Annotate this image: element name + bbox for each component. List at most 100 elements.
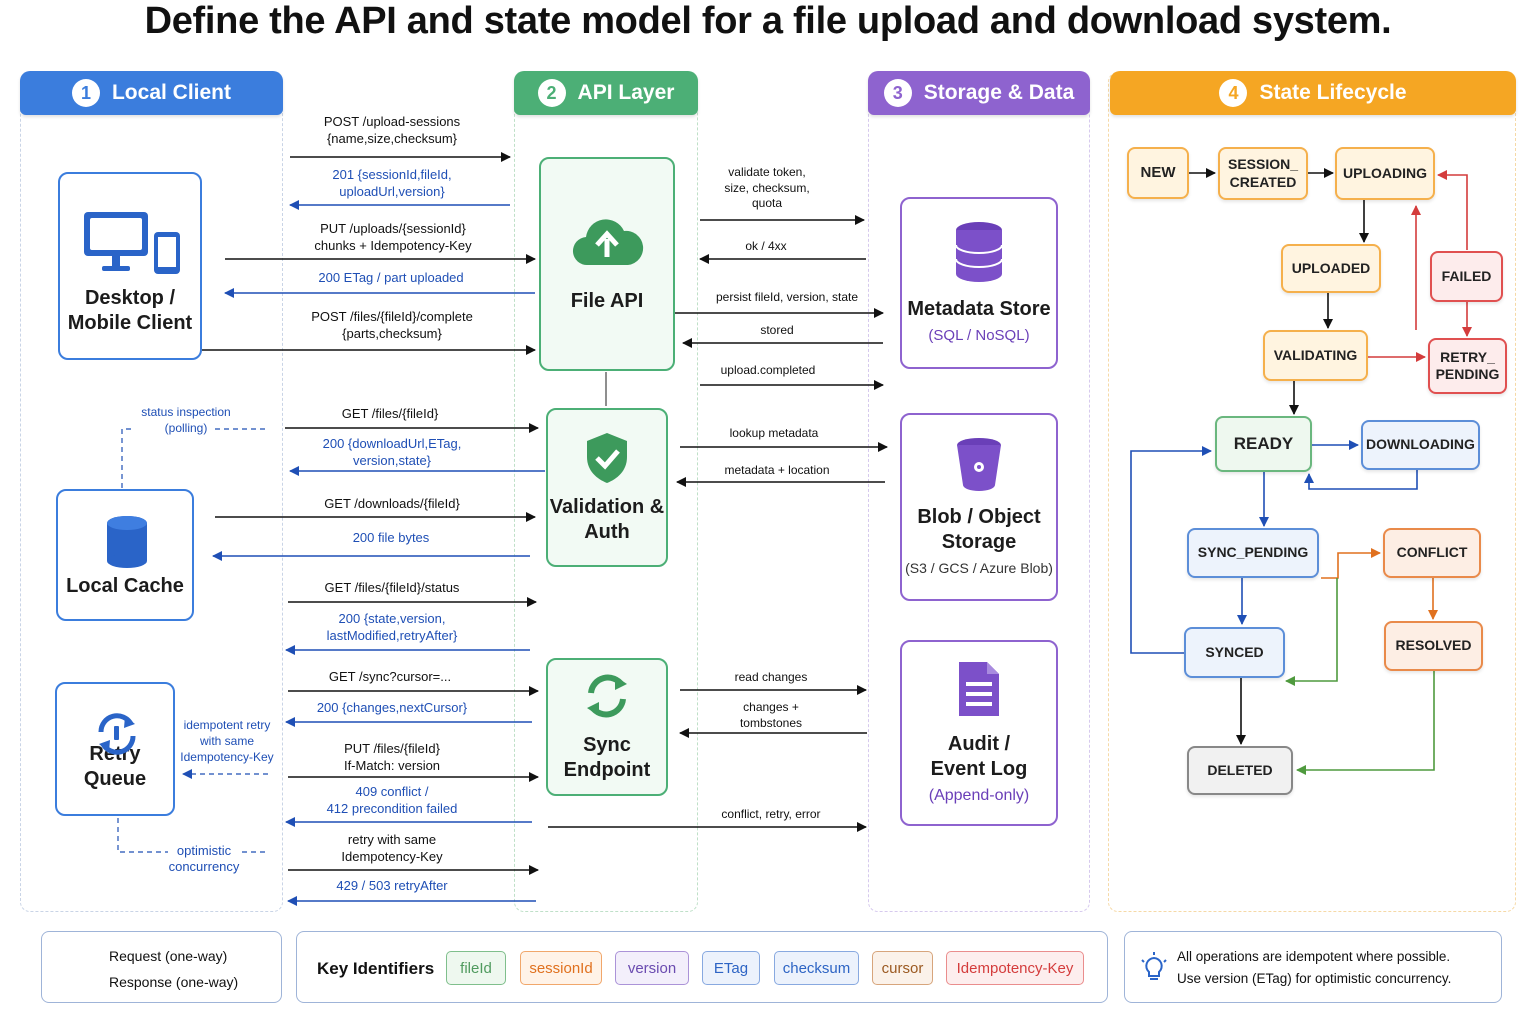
msg-line: lookup metadata xyxy=(729,426,819,440)
document-icon xyxy=(959,661,999,716)
msg-lookup-metadata: lookup metadata xyxy=(714,426,834,442)
note-idempotency-key: Idempotency-Key xyxy=(180,750,274,764)
msg-line: tombstones xyxy=(739,715,803,730)
msg-line: changes + xyxy=(743,700,799,714)
lane-label: API Layer xyxy=(577,81,675,104)
msg-put-file: PUT /files/{fileId} If-Match: version xyxy=(300,741,484,775)
msg-line: upload.completed xyxy=(720,363,816,377)
msg-line: PUT /files/{fileId} xyxy=(344,741,440,756)
blob-storage-sub: (S3 / GCS / Azure Blob) xyxy=(905,559,1053,576)
bucket-icon xyxy=(957,437,1001,491)
legend-arrows: Request (one-way) Response (one-way) xyxy=(41,931,282,1003)
state-label: SYNC_PENDING xyxy=(1197,544,1309,561)
lane-header-storage: 3 Storage & Data xyxy=(868,71,1090,115)
msg-read-changes: read changes xyxy=(718,670,824,686)
state-arrow xyxy=(1130,446,1212,654)
msg-line: ok / 4xx xyxy=(745,239,787,253)
msg-line: GET /files/{fileId}/status xyxy=(324,580,460,595)
validation-auth: Validation & Auth xyxy=(546,408,668,567)
msg-put-chunks: PUT /uploads/{sessionId} chunks + Idempo… xyxy=(286,221,500,255)
msg-line: version,state} xyxy=(352,452,432,468)
state-conflict: CONFLICT xyxy=(1383,528,1481,578)
msg-line: conflict, retry, error xyxy=(721,807,821,821)
msg-upload-completed: upload.completed xyxy=(708,363,828,379)
msg-file-info: 200 {downloadUrl,ETag, version,state} xyxy=(300,436,484,470)
state-label: DELETED xyxy=(1207,761,1273,778)
state-label: RESOLVED xyxy=(1395,637,1472,654)
msg-line: If-Match: version xyxy=(343,757,441,773)
audit-log-label-2: Event Log xyxy=(930,757,1028,780)
lane-number: 2 xyxy=(537,79,566,107)
msg-line: stored xyxy=(760,323,794,337)
msg-metadata-location: metadata + location xyxy=(704,463,850,479)
note-optimistic: optimistic xyxy=(176,843,232,858)
lane-number: 3 xyxy=(883,79,912,107)
polling-link xyxy=(121,428,132,488)
msg-file-bytes: 200 file bytes xyxy=(300,530,482,547)
msg-conflict-retry-error: conflict, retry, error xyxy=(706,807,836,823)
file-api-label: File API xyxy=(570,289,644,312)
note-idempotent-retry: idempotent retry xyxy=(183,718,271,732)
metadata-store-label: Metadata Store xyxy=(907,297,1051,320)
msg-line: PUT /uploads/{sessionId} xyxy=(320,221,466,236)
legend-request-label: Request (one-way) xyxy=(109,948,228,964)
lane-header-api-layer: 2 API Layer xyxy=(514,71,698,115)
database-icon xyxy=(107,516,147,568)
msg-get-file: GET /files/{fileId} xyxy=(300,406,480,423)
lane-header-local-client: 1 Local Client xyxy=(20,71,283,115)
msg-line: POST /files/{fileId}/complete xyxy=(311,309,473,324)
sync-icon xyxy=(587,674,627,718)
chip-etag: ETag xyxy=(702,951,760,985)
msg-line: metadata + location xyxy=(724,463,830,477)
msg-get-status: GET /files/{fileId}/status xyxy=(300,580,484,597)
msg-line: chunks + Idempotency-Key xyxy=(314,237,472,253)
state-arrow xyxy=(1285,578,1338,686)
msg-line: 200 {changes,nextCursor} xyxy=(316,700,468,715)
msg-line: GET /downloads/{fileId} xyxy=(324,496,460,511)
state-label: FAILED xyxy=(1441,267,1492,284)
msg-line: 200 {state,version, xyxy=(338,611,446,626)
blob-object-storage: Blob / Object Storage (S3 / GCS / Azure … xyxy=(900,413,1058,601)
state-label: PENDING xyxy=(1435,366,1500,382)
msg-ok-4xx: ok / 4xx xyxy=(716,239,816,255)
msg-line: GET /sync?cursor=... xyxy=(328,669,452,684)
sync-endpoint-label: Sync Endpoint xyxy=(563,734,651,781)
lane-number: 4 xyxy=(1219,79,1248,107)
desktop-client-label-1: Desktop / xyxy=(84,287,176,309)
state-label: RETRY_ xyxy=(1440,348,1495,365)
cloud-upload-icon xyxy=(572,218,644,265)
msg-line: validate token, xyxy=(728,165,806,179)
state-label: SESSION_ xyxy=(1227,156,1299,172)
chip-sessionid: sessionId xyxy=(520,951,602,985)
state-failed: FAILED xyxy=(1430,251,1503,302)
chip-version: version xyxy=(615,951,689,985)
blob-storage-label-1: Blob / Object xyxy=(917,505,1041,528)
msg-status: 200 {state,version, lastModified,retryAf… xyxy=(296,611,488,645)
validation-label-2: Auth xyxy=(584,520,630,543)
retry-queue: Retry Queue xyxy=(55,682,175,816)
shield-check-icon xyxy=(587,432,627,483)
note-with-same: with same xyxy=(199,734,255,748)
desktop-mobile-client: Desktop / Mobile Client xyxy=(58,172,202,360)
desktop-mobile-icon xyxy=(84,212,180,274)
msg-line: {name,size,checksum} xyxy=(326,130,458,146)
msg-persist: persist fileId, version, state xyxy=(700,290,874,306)
chip-cursor: cursor xyxy=(872,951,933,985)
note-idempotent: All operations are idempotent where poss… xyxy=(1177,949,1451,964)
chip-checksum: checksum xyxy=(774,951,859,985)
state-downloading: DOWNLOADING xyxy=(1361,420,1480,470)
local-cache: Local Cache xyxy=(56,489,194,621)
msg-line: read changes xyxy=(734,670,808,684)
state-sync-pending: SYNC_PENDING xyxy=(1187,528,1319,578)
state-deleted: DELETED xyxy=(1187,746,1293,795)
local-cache-label: Local Cache xyxy=(66,575,184,597)
lane-label: State Lifecycle xyxy=(1259,81,1407,104)
concurrency-link xyxy=(117,818,168,853)
state-ready: READY xyxy=(1215,416,1312,472)
chip-idempotency-key: Idempotency-Key xyxy=(946,951,1084,985)
state-resolved: RESOLVED xyxy=(1384,621,1483,671)
msg-retry: retry with same Idempotency-Key xyxy=(296,832,488,866)
state-label: DOWNLOADING xyxy=(1366,436,1475,453)
state-label: CONFLICT xyxy=(1396,544,1468,561)
msg-tombstones: changes + tombstones xyxy=(718,700,824,731)
